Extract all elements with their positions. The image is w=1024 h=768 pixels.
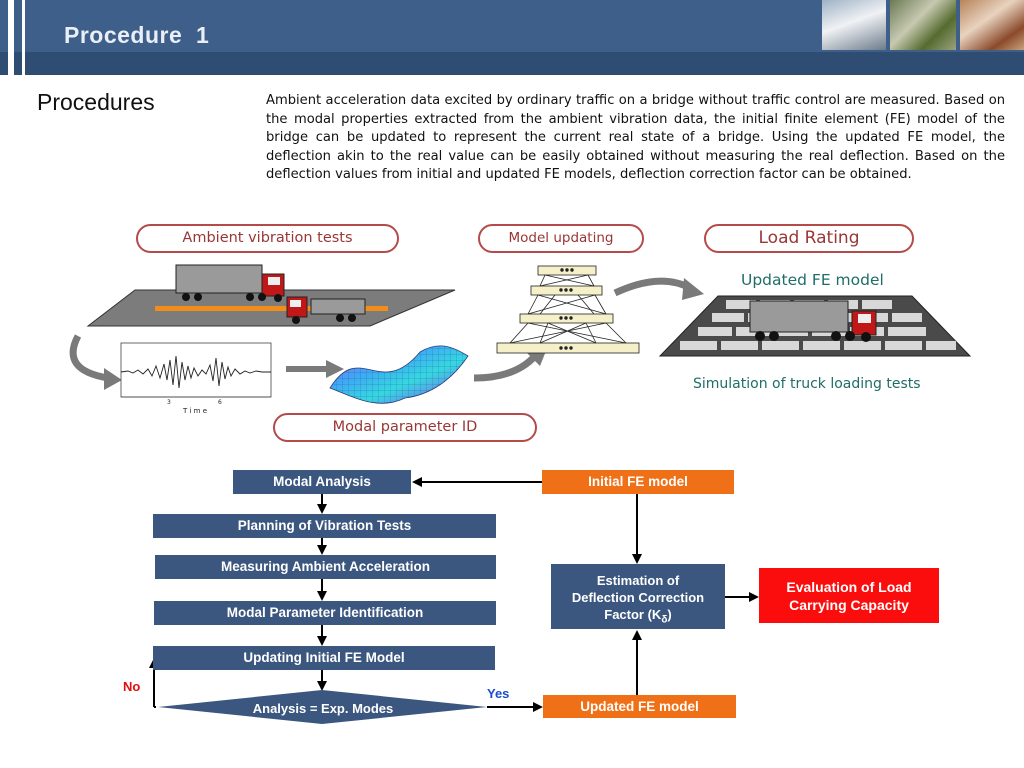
mode-shape-mesh [329,345,469,404]
simulation-caption: Simulation of truck loading tests [693,376,921,392]
modal-parameter-label: Modal parameter ID [273,413,537,442]
waveform-axis-label: T i m e [182,407,207,415]
decision-label: Analysis = Exp. Modes [252,701,394,716]
modal-parameter-id-box: Modal Parameter Identification [154,601,496,625]
estimation-line: Factor (Kδ) [551,606,725,629]
no-label: No [123,679,141,694]
truck-icon [286,296,366,324]
evaluation-line: Evaluation of Load [786,579,912,595]
curved-arrow [473,353,538,382]
modal-analysis-box: Modal Analysis [233,470,411,494]
curved-arrow [613,277,692,297]
ambient-vibration-label: Ambient vibration tests [136,224,399,253]
evaluation-box: Evaluation of Load Carrying Capacity [759,568,939,623]
slide-title: Procedure 1 [64,22,210,48]
flowchart-connectors [149,477,759,712]
model-updating-label: Model updating [478,224,644,253]
updated-fe-box: Updated FE model [543,695,736,718]
truck-icon [175,264,285,302]
planning-box: Planning of Vibration Tests [153,514,496,538]
header-accent-bar [8,0,14,75]
decision-diamond [158,690,487,724]
waveform-tick: 6 [218,399,222,406]
header-photo-strip [822,0,1024,50]
curved-arrow [69,334,109,382]
truck-icon [749,300,877,342]
initial-fe-box: Initial FE model [542,470,734,494]
waveform-tick: 3 [167,399,171,406]
bridge-photo [822,0,886,50]
updated-fe-caption: Updated FE model [741,271,884,289]
bridge-photo [960,0,1024,50]
load-rating-label: Load Rating [704,224,914,253]
updating-fe-box: Updating Initial FE Model [153,646,495,670]
evaluation-line: Carrying Capacity [789,597,909,613]
measuring-box: Measuring Ambient Acceleration [155,555,496,579]
header-strip [0,52,1024,75]
estimation-line: Estimation of [596,573,680,588]
section-label: Procedures [37,89,155,115]
estimation-box: Estimation of Deflection Correction Fact… [551,564,725,629]
fe-model-icon [496,265,640,354]
bridge-photo [890,0,956,50]
estimation-close-paren: ) [667,607,672,622]
intro-paragraph: Ambient acceleration data excited by ord… [266,93,1005,183]
header-accent-bar-thin [22,0,25,75]
delta-subscript: δ [661,614,668,626]
estimation-factor-text: Factor (K [604,607,662,622]
estimation-line: Deflection Correction [571,590,705,605]
yes-label: Yes [487,686,510,701]
acceleration-waveform [120,342,272,398]
